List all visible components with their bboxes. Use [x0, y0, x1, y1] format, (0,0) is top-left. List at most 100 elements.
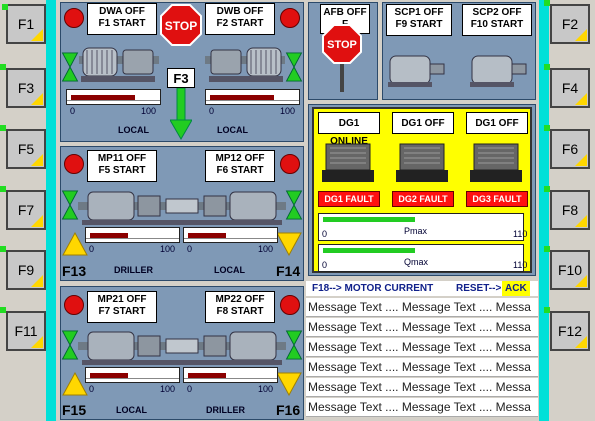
mud-pump-1-icon: [78, 191, 286, 225]
dg1-status[interactable]: DG1 ONLINE: [318, 112, 380, 147]
message-row[interactable]: Message Text .... Message Text .... Mess…: [306, 378, 538, 397]
scp1-motor-icon: [388, 55, 445, 87]
f14-label[interactable]: F14: [276, 263, 301, 279]
dwa-mode-caption: LOCAL: [118, 125, 149, 135]
warning-triangle-icon: [276, 232, 302, 256]
mp21-sub: F7 START: [98, 306, 146, 317]
valve-icon[interactable]: [61, 190, 79, 220]
scp2-sub: F10 START: [470, 19, 524, 30]
fkey-f9[interactable]: F9: [0, 246, 46, 290]
scale-max: 100: [160, 244, 176, 254]
warning-triangle-icon: [276, 372, 302, 396]
fkey-f5[interactable]: F5: [0, 125, 46, 169]
fkey-label: F1: [17, 16, 35, 32]
bar-fill: [71, 95, 135, 100]
valve-icon[interactable]: [285, 52, 303, 82]
fkey-f7[interactable]: F7: [0, 186, 46, 230]
f16-label[interactable]: F16: [276, 402, 301, 418]
dg3-fault-indicator: DG3 FAULT: [466, 191, 528, 207]
bar-fill: [188, 233, 226, 238]
message-row[interactable]: Message Text .... Message Text .... Mess…: [306, 358, 538, 377]
fkey-f8[interactable]: F8: [544, 186, 590, 230]
bar-fill: [90, 233, 128, 238]
f3-label[interactable]: F3: [167, 68, 195, 88]
scp2-label: SCP2 OFF: [472, 7, 522, 18]
message-row[interactable]: Message Text .... Message Text .... Mess…: [306, 298, 538, 317]
stop-sign-icon[interactable]: STOP: [160, 4, 202, 46]
dwb-label: DWB OFF: [216, 6, 264, 17]
fkey-label: F5: [17, 141, 35, 157]
motor-current-link[interactable]: F18--> MOTOR CURRENT: [312, 283, 434, 294]
warning-triangle-icon: [62, 372, 88, 396]
fkey-f2[interactable]: F2: [544, 0, 590, 44]
message-row[interactable]: Message Text .... Message Text .... Mess…: [306, 338, 538, 357]
scale-min: 0: [209, 106, 215, 116]
scale-max: 100: [160, 384, 176, 394]
qmax-max: 110: [513, 260, 528, 270]
bar-fill: [90, 373, 128, 378]
pmax-fill: [323, 217, 415, 222]
ack-button[interactable]: ACK: [502, 281, 530, 296]
bar-fill: [188, 373, 226, 378]
fkey-label: F9: [17, 262, 35, 278]
bar-fill: [210, 95, 274, 100]
scale-max: 100: [141, 106, 157, 116]
fkey-f11[interactable]: F11: [0, 307, 46, 351]
mp21-mode-caption: LOCAL: [116, 405, 147, 415]
dwb-speed-bar: [205, 89, 300, 105]
message-toolbar: F18--> MOTOR CURRENT RESET--> ACK: [306, 281, 538, 296]
fkey-label: F10: [557, 262, 583, 278]
valve-icon[interactable]: [61, 52, 79, 82]
dwa-label: DWA OFF: [99, 6, 145, 17]
dg2-fault-indicator: DG2 FAULT: [392, 191, 454, 207]
stop-sign-icon[interactable]: STOP: [322, 24, 362, 94]
fkey-f4[interactable]: F4: [544, 64, 590, 108]
mp11-sub: F5 START: [98, 165, 146, 176]
reset-link[interactable]: RESET-->: [456, 283, 502, 294]
valve-icon[interactable]: [285, 330, 303, 360]
mp22-mode-caption: DRILLER: [206, 405, 245, 415]
valve-icon[interactable]: [61, 330, 79, 360]
f13-label[interactable]: F13: [62, 263, 87, 279]
scale-min: 0: [187, 244, 193, 254]
scale-max: 100: [258, 384, 274, 394]
mp11-status-led: [64, 154, 84, 174]
message-row[interactable]: Message Text .... Message Text .... Mess…: [306, 318, 538, 337]
fkey-f1[interactable]: F1: [2, 4, 46, 44]
left-cyan-strip: [46, 0, 56, 421]
mp11-label: MP11 OFF: [97, 153, 147, 164]
mp12-speed-bar: [183, 227, 278, 243]
dg1-fault-indicator: DG1 FAULT: [318, 191, 380, 207]
fkey-f6[interactable]: F6: [544, 125, 590, 169]
mp21-label: MP21 OFF: [97, 294, 147, 305]
warning-triangle-icon: [62, 232, 88, 256]
dwb-status-led: [280, 8, 300, 28]
fkey-label: F7: [17, 202, 35, 218]
fkey-f12[interactable]: F12: [544, 307, 590, 351]
message-row[interactable]: Message Text .... Message Text .... Mess…: [306, 398, 538, 417]
mp22-label: MP22 OFF: [215, 294, 265, 305]
mp21-status-led: [64, 295, 84, 315]
pmax-label: Pmax: [404, 226, 428, 236]
fkey-f10[interactable]: F10: [544, 246, 590, 290]
fkey-f3[interactable]: F3: [0, 64, 46, 108]
dg2-status[interactable]: DG1 OFF: [392, 112, 454, 134]
dg3-status[interactable]: DG1 OFF: [466, 112, 528, 134]
right-cyan-strip: [539, 0, 549, 421]
valve-icon[interactable]: [285, 190, 303, 220]
mud-pump-2-icon: [78, 331, 286, 365]
f15-label[interactable]: F15: [62, 402, 87, 418]
down-arrow-icon: [170, 88, 192, 140]
mp21-speed-bar: [85, 367, 180, 383]
generator-1-icon: [322, 143, 374, 182]
dwa-speed-bar: [66, 89, 161, 105]
